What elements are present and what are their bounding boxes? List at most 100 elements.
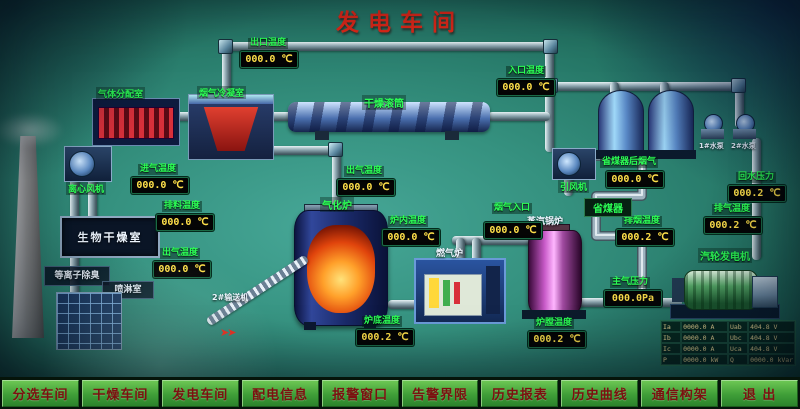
gen-cell: 0000.0 A [681, 321, 728, 332]
nav-button-alarm-limits[interactable]: 告警界限 [401, 380, 479, 407]
drum-label: 干燥滚筒 [362, 95, 406, 110]
gen-cell: Q [727, 354, 749, 365]
gas-distribution-label: 气体分配室 [96, 87, 146, 100]
pipe-joint [328, 142, 343, 157]
gauge-furnace-inner-temp-display: 000.0 ℃ [382, 229, 440, 246]
bio-drying-room: 生物干燥室 [60, 216, 160, 258]
economizer-tag: 省煤器 [584, 198, 632, 217]
gauge-outlet-temp-display: 000.0 ℃ [240, 51, 298, 68]
gen-cell: 0000.0 A [681, 332, 728, 343]
drum-leg [445, 131, 459, 140]
turbine-generator-body [684, 270, 758, 310]
nav-button-power-workshop[interactable]: 发电车间 [161, 380, 239, 407]
gauge-return-water-pressure-display: 000.2 ℃ [728, 185, 786, 202]
drum-leg [315, 131, 329, 140]
gen-cell: Ia [661, 321, 682, 332]
pipe-joint [731, 78, 746, 93]
gauge-furnace-inner-temp-label: 炉内温度 [388, 216, 429, 227]
gauge-exhaust-temp-label: 排气温度 [712, 204, 753, 215]
gauge-boiler-chamber-temp-label: 炉膛温度 [534, 318, 575, 329]
chimney [12, 136, 44, 338]
economizer-label: 省煤器 [593, 204, 623, 215]
gen-cell: 0000.0 kW [681, 354, 728, 365]
steam-boiler [528, 230, 582, 314]
gauge-outgas-center-display: 000.0 ℃ [337, 179, 395, 196]
nav-button-sorting-workshop[interactable]: 分选车间 [2, 380, 79, 407]
gas-distribution-slats [98, 107, 174, 139]
gen-cell: Uab [727, 321, 749, 332]
gauge-outlet-temp-label: 出口温度 [248, 38, 289, 49]
gauge-economizer-outlet-label: 省煤器后烟气 [600, 157, 659, 168]
turbine-ribs [685, 271, 757, 309]
gauge-outgas-left-label: 出气温度 [160, 248, 201, 259]
storage-tank-1 [598, 90, 644, 154]
induced-draft-fan-wheel [557, 152, 581, 176]
nav-button-distribution-info[interactable]: 配电信息 [241, 380, 319, 407]
water-pump-1-body [701, 129, 724, 139]
flue-gas-condenser [188, 94, 274, 160]
furnace-bar-red [454, 282, 460, 304]
turbine-exciter-box [752, 276, 778, 308]
gauge-discharge-temp-label: 排料温度 [162, 201, 203, 212]
generator-readouts-table: Ia 0000.0 A Uab 404.8 V Ib 0000.0 A Ubc … [660, 320, 796, 366]
pipe [488, 112, 550, 121]
gen-cell: Ic [661, 343, 682, 354]
gas-distribution-room [92, 98, 180, 146]
gen-cell: 0000.0 A [681, 343, 728, 354]
nav-button-alarm-window[interactable]: 报警窗口 [321, 380, 399, 407]
gauge-outgas-center-label: 出气温度 [344, 166, 385, 177]
gasifier [294, 210, 388, 326]
gen-cell: 404.8 V [748, 321, 795, 332]
gauge-exhaust-smoke-temp-label: 排烟温度 [622, 216, 663, 227]
furnace-bar-green [443, 280, 450, 306]
gen-cell: Ubc [727, 332, 749, 343]
gauge-return-water-pressure-label: 回水压力 [736, 172, 777, 183]
centrifugal-fan-label: 离心风机 [66, 182, 107, 195]
main-canvas: 发电车间 [0, 0, 800, 377]
gauge-exhaust-smoke-temp-display: 000.2 ℃ [616, 229, 674, 246]
page-title: 发电车间 [336, 10, 464, 36]
pipe [545, 42, 554, 152]
condenser-label: 烟气冷凝室 [197, 86, 247, 99]
nav-button-drying-workshop[interactable]: 干燥车间 [81, 380, 159, 407]
gauge-intake-temp-display: 000.0 ℃ [131, 177, 189, 194]
furnace-side-column [486, 266, 500, 314]
plasma-deodorizer-label: 等离子除臭 [54, 270, 100, 281]
bottom-nav: 分选车间 干燥车间 发电车间 配电信息 报警窗口 告警界限 历史报表 历史曲线 … [0, 377, 800, 409]
induced-draft-fan-label: 引风机 [558, 180, 590, 193]
gauge-boiler-chamber-temp-display: 000.2 ℃ [528, 331, 586, 348]
gen-cell: 404.8 V [748, 332, 795, 343]
gauge-exhaust-temp-display: 000.2 ℃ [704, 217, 762, 234]
gauge-inlet-temp-display: 000.0 ℃ [497, 79, 555, 96]
gauge-economizer-outlet-display: 000.0 ℃ [606, 171, 664, 188]
turbine-label: 汽轮发电机 [698, 248, 752, 263]
condenser-hot-core [203, 107, 259, 151]
gauge-furnace-bottom-temp-label: 炉底温度 [362, 316, 403, 327]
gasifier-label: 气化炉 [320, 197, 354, 212]
smoke [0, 112, 64, 148]
nav-button-history-report[interactable]: 历史报表 [481, 380, 559, 407]
pump-1-label: 1#水泵 [699, 142, 724, 150]
gen-cell: P [661, 354, 682, 365]
nav-button-exit[interactable]: 退 出 [721, 380, 799, 407]
furnace-bar-yellow [429, 278, 439, 308]
nav-button-comm-structure[interactable]: 通信构架 [641, 380, 719, 407]
gas-furnace-label: 燃气炉 [436, 249, 464, 259]
gauge-discharge-temp-display: 000.0 ℃ [156, 214, 214, 231]
pipe-joint [543, 39, 558, 54]
gauge-main-steam-pressure-label: 主气压力 [610, 277, 651, 288]
gauge-furnace-bottom-temp-display: 000.2 ℃ [356, 329, 414, 346]
gasifier-leg [304, 322, 316, 330]
gauge-outgas-left-display: 000.0 ℃ [153, 261, 211, 278]
pump-2-label: 2#水泵 [731, 142, 756, 150]
storage-tank-2 [648, 90, 694, 154]
nav-button-history-curve[interactable]: 历史曲线 [561, 380, 639, 407]
gen-cell: Uca [727, 343, 749, 354]
gauge-fluegas-inlet-label: 烟气入口 [492, 203, 533, 214]
gauge-main-steam-pressure-display: 000.0Pa [604, 290, 662, 307]
flow-arrows: ➤➤ [220, 326, 237, 339]
gauge-intake-temp-label: 进气温度 [138, 164, 179, 175]
bio-drying-room-label: 生物干燥室 [77, 230, 143, 244]
gen-cell: 0000.0 kVar [748, 354, 795, 365]
